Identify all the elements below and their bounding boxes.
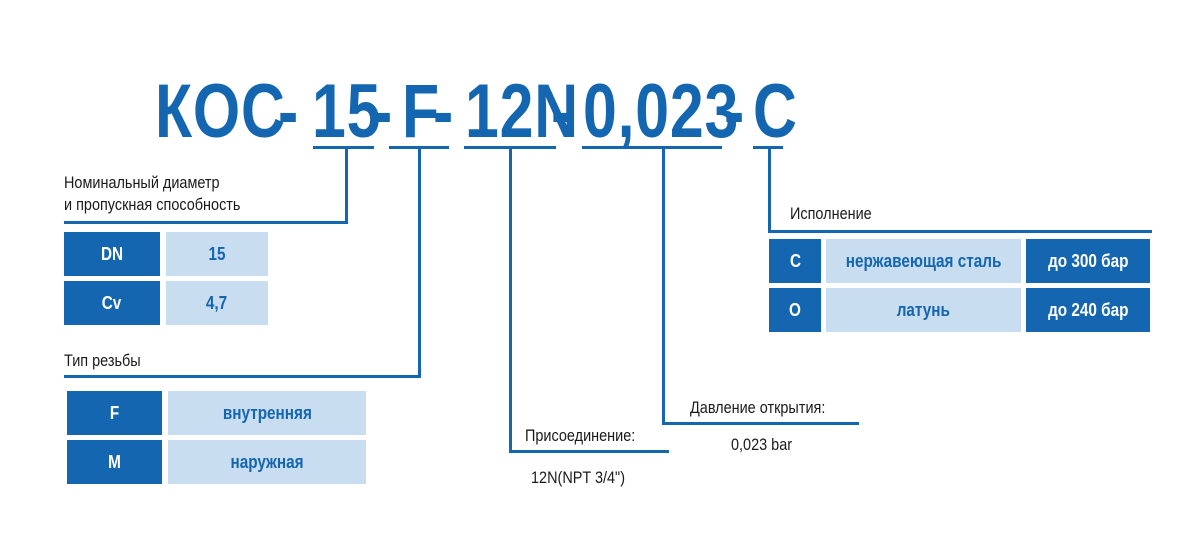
diameter-value-cv: 4,7	[166, 281, 268, 325]
diameter-label-line1: Номинальный диаметр	[64, 173, 220, 192]
connection-value: 12N(NPT 3/4")	[531, 468, 626, 487]
connector-diameter-h	[64, 221, 348, 224]
thread-key-m: M	[67, 440, 162, 484]
diameter-label-line2: и пропускная способность	[64, 195, 241, 214]
pressure-label: Давление открытия:	[690, 398, 826, 417]
diameter-value-dn: 15	[166, 232, 268, 276]
code-part-thread: F	[402, 69, 440, 154]
diameter-key-cv: Cv	[64, 281, 160, 325]
code-part-diameter: 15	[312, 69, 382, 154]
material-key-o: O	[769, 288, 821, 332]
code-separator: -	[724, 69, 746, 154]
connector-material-h	[768, 230, 1152, 233]
material-key-c: C	[769, 239, 821, 283]
code-separator: -	[433, 69, 455, 154]
thread-value-f: внутренняя	[168, 391, 366, 435]
connector-diameter	[345, 146, 348, 224]
code-separator: -	[372, 69, 394, 154]
material-label: Исполнение	[790, 204, 872, 223]
code-separator: -	[278, 69, 300, 154]
code-part-pressure: 0,023	[583, 69, 740, 154]
thread-label: Тип резьбы	[64, 351, 141, 370]
connector-pressure-h	[662, 422, 859, 425]
pressure-value: 0,023 bar	[731, 435, 793, 454]
material-pressure-o: до 240 бар	[1026, 288, 1150, 332]
code-separator: -	[551, 69, 573, 154]
thread-value-m: наружная	[168, 440, 366, 484]
material-value-o: латунь	[826, 288, 1021, 332]
code-part-model: КОС	[155, 69, 286, 154]
material-value-c: нержавеющая сталь	[826, 239, 1021, 283]
connector-thread-h	[64, 375, 421, 378]
connection-label: Присоединение:	[525, 426, 636, 445]
thread-key-f: F	[67, 391, 162, 435]
material-pressure-c: до 300 бар	[1026, 239, 1150, 283]
connector-thread	[418, 146, 421, 378]
connector-pressure	[662, 146, 665, 425]
underline-diameter	[313, 146, 374, 149]
connector-connection	[509, 146, 512, 453]
code-part-material: C	[753, 69, 798, 154]
connector-material	[768, 146, 771, 233]
diameter-key-dn: DN	[64, 232, 160, 276]
code-part-connection: 12N	[465, 69, 579, 154]
underline-pressure	[582, 146, 722, 149]
connector-connection-h	[509, 450, 669, 453]
